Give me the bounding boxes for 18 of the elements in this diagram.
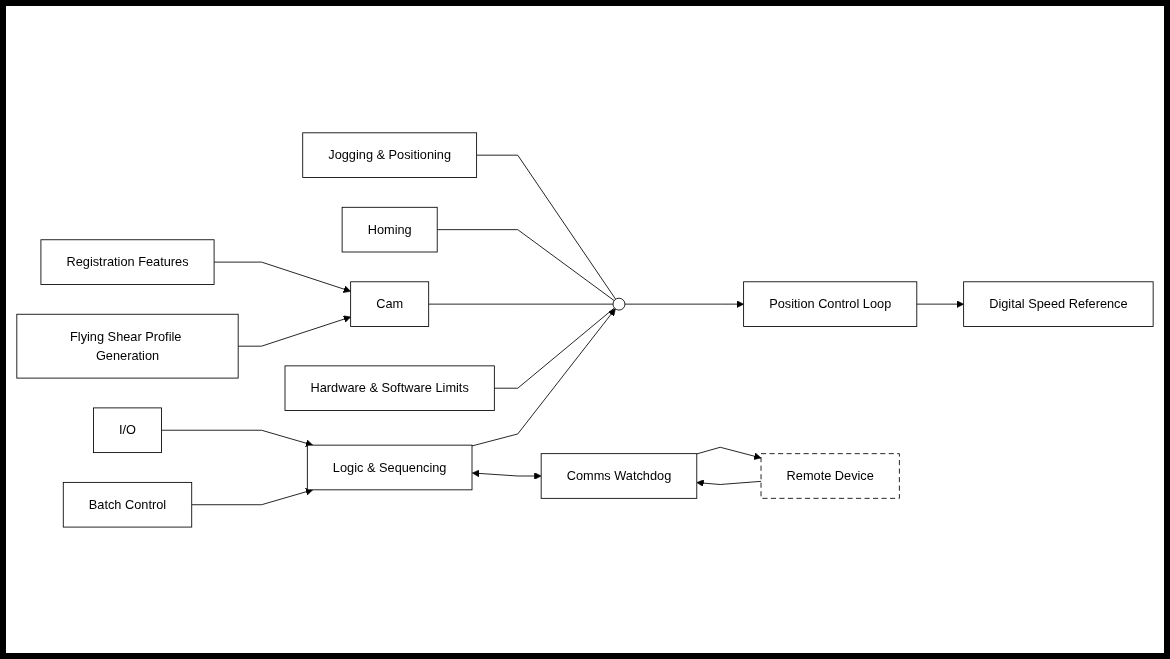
connector — [476, 154, 617, 300]
node-box: Cam — [350, 280, 430, 327]
node-switch — [612, 297, 626, 311]
node-box: Hardware & Software Limits — [284, 365, 495, 411]
node-box: Jogging & Positioning — [302, 131, 478, 178]
node-box: Batch Control — [62, 481, 193, 528]
node-box: Digital Speed Reference — [963, 280, 1154, 327]
connector — [493, 307, 615, 389]
node-box: Position Control Loop — [743, 280, 918, 327]
node-box: I/O — [93, 407, 162, 453]
connector — [436, 228, 615, 301]
node-box: Flying Shear Profile Generation — [16, 313, 239, 379]
node-box: Registration Features — [40, 238, 215, 285]
node-box: Comms Watchdog — [540, 452, 698, 499]
node-box: Logic & Sequencing — [306, 444, 473, 490]
connector — [428, 303, 614, 305]
node-box: Remote Device — [760, 452, 900, 499]
node-box: Homing — [341, 206, 438, 252]
